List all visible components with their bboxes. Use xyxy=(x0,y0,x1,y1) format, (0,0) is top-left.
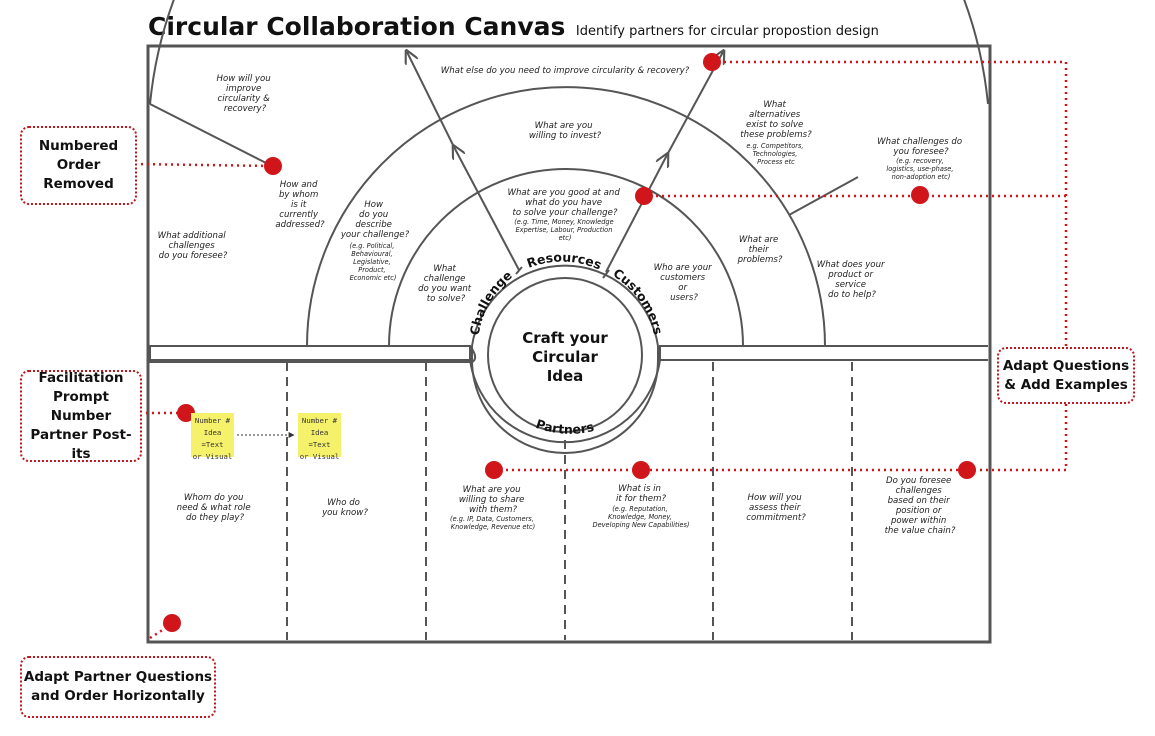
postit-1[interactable]: Number # Idea =Text or Visual xyxy=(191,413,234,461)
divider-right-lines xyxy=(659,345,988,361)
line-left-corner xyxy=(149,103,275,168)
callout-adapt-partner: Adapt Partner Questions and Order Horizo… xyxy=(20,656,216,718)
q-good-at: What are you good at and what do you hav… xyxy=(507,188,622,218)
q-alternatives: What alternatives exist to solve these p… xyxy=(740,100,812,140)
marker-foresee-lower xyxy=(958,461,976,479)
callout-adapt-questions-text: Adapt Questions & Add Examples xyxy=(1002,357,1130,393)
lower-dividers xyxy=(286,362,853,640)
outer-arc xyxy=(149,0,989,105)
connector-lines xyxy=(134,60,1068,640)
center-line-2: Circular xyxy=(532,348,598,366)
callout-adapt-partner-text: Adapt Partner Questions and Order Horizo… xyxy=(23,669,213,704)
callout-adapt-questions: Adapt Questions & Add Examples xyxy=(997,347,1135,404)
callout-facilitation: Facilitation Prompt Number Partner Post-… xyxy=(20,370,142,462)
callout-facilitation-text: Facilitation Prompt Number Partner Post-… xyxy=(30,369,132,462)
q-customers: Who are your customers or users? xyxy=(654,263,715,303)
q-their-problems: What are their problems? xyxy=(737,235,783,265)
divider-left-lines xyxy=(150,345,471,361)
q-share-examples: (e.g. IP, Data, Customers, Knowledge, Re… xyxy=(450,515,536,531)
q-describe-examples: (e.g. Political, Behavioural, Legislativ… xyxy=(350,242,397,282)
marker-in-it xyxy=(632,461,650,479)
q-know: Who do you know? xyxy=(321,498,368,518)
callout-numbered-order: Numbered Order Removed xyxy=(20,126,137,205)
inner-arc xyxy=(388,168,744,347)
canvas-frame xyxy=(146,44,992,644)
marker-numbered-order xyxy=(264,157,282,175)
marker-partner-questions xyxy=(163,614,181,632)
q-good-at-examples: (e.g. Time, Money, Knowledge Expertise, … xyxy=(514,218,616,242)
q-in-it-examples: (e.g. Reputation, Knowledge, Money, Deve… xyxy=(593,505,690,529)
q-share: What are you willing to share with them? xyxy=(459,485,527,515)
line-right-inner xyxy=(788,176,859,216)
q-willing-invest: What are you willing to invest? xyxy=(529,121,602,141)
arrow-challenge-outer xyxy=(407,52,455,148)
ring-outer-lower xyxy=(471,359,659,454)
q-foresee-upper: What challenges do you foresee? xyxy=(877,137,965,157)
center-circle xyxy=(487,277,643,433)
marker-good-at xyxy=(635,187,653,205)
title-subtitle: Identify partners for circular propostio… xyxy=(575,24,879,39)
q-foresee-lower: Do you foresee challenges based on their… xyxy=(885,476,956,536)
ring-outer xyxy=(471,264,659,347)
arrow-customers-inner xyxy=(605,155,667,273)
canvas-title: Circular Collaboration Canvas Identify p… xyxy=(148,12,879,41)
q-assess: How will you assess their commitment? xyxy=(746,493,806,523)
q-product-help: What does your product or service do to … xyxy=(817,260,888,300)
q-additional: What additional challenges do you forese… xyxy=(158,231,229,261)
middle-arc xyxy=(306,86,826,347)
center-line-3: Idea xyxy=(547,367,584,385)
lower-questions: Whom do you need & what role do they pla… xyxy=(177,476,956,536)
upper-questions: How will you improve circularity & recov… xyxy=(158,66,965,304)
marker-dots xyxy=(163,53,976,632)
q-addressed: How and by whom is it currently addresse… xyxy=(275,180,325,230)
marker-foresee-upper xyxy=(911,186,929,204)
center-line-1: Craft your xyxy=(522,329,608,347)
ring-sep-2 xyxy=(602,269,610,279)
q-in-it: What is in it for them? xyxy=(616,484,667,504)
ring-label-partners: Partners xyxy=(534,416,595,437)
marker-else-improve xyxy=(703,53,721,71)
q-alternatives-examples: e.g. Competitors, Technologies, Process … xyxy=(746,142,805,166)
q-foresee-upper-examples: (e.g. recovery, logistics, use-phase, no… xyxy=(886,157,955,181)
marker-share xyxy=(485,461,503,479)
q-want-solve: What challenge do you want to solve? xyxy=(418,264,474,304)
callout-numbered-order-text: Numbered Order Removed xyxy=(38,138,119,192)
postit-2[interactable]: Number # Idea =Text or Visual xyxy=(298,413,341,461)
q-improve-circularity: How will you improve circularity & recov… xyxy=(217,74,274,114)
title-main: Circular Collaboration Canvas xyxy=(148,12,566,41)
ring-sep-1 xyxy=(515,266,523,275)
q-whom: Whom do you need & what role do they pla… xyxy=(177,493,254,523)
q-else-improve: What else do you need to improve circula… xyxy=(441,66,690,76)
q-describe: How do you describe your challenge? xyxy=(340,200,410,240)
marker-postit xyxy=(177,404,195,422)
arrow-challenge-inner xyxy=(454,147,520,271)
